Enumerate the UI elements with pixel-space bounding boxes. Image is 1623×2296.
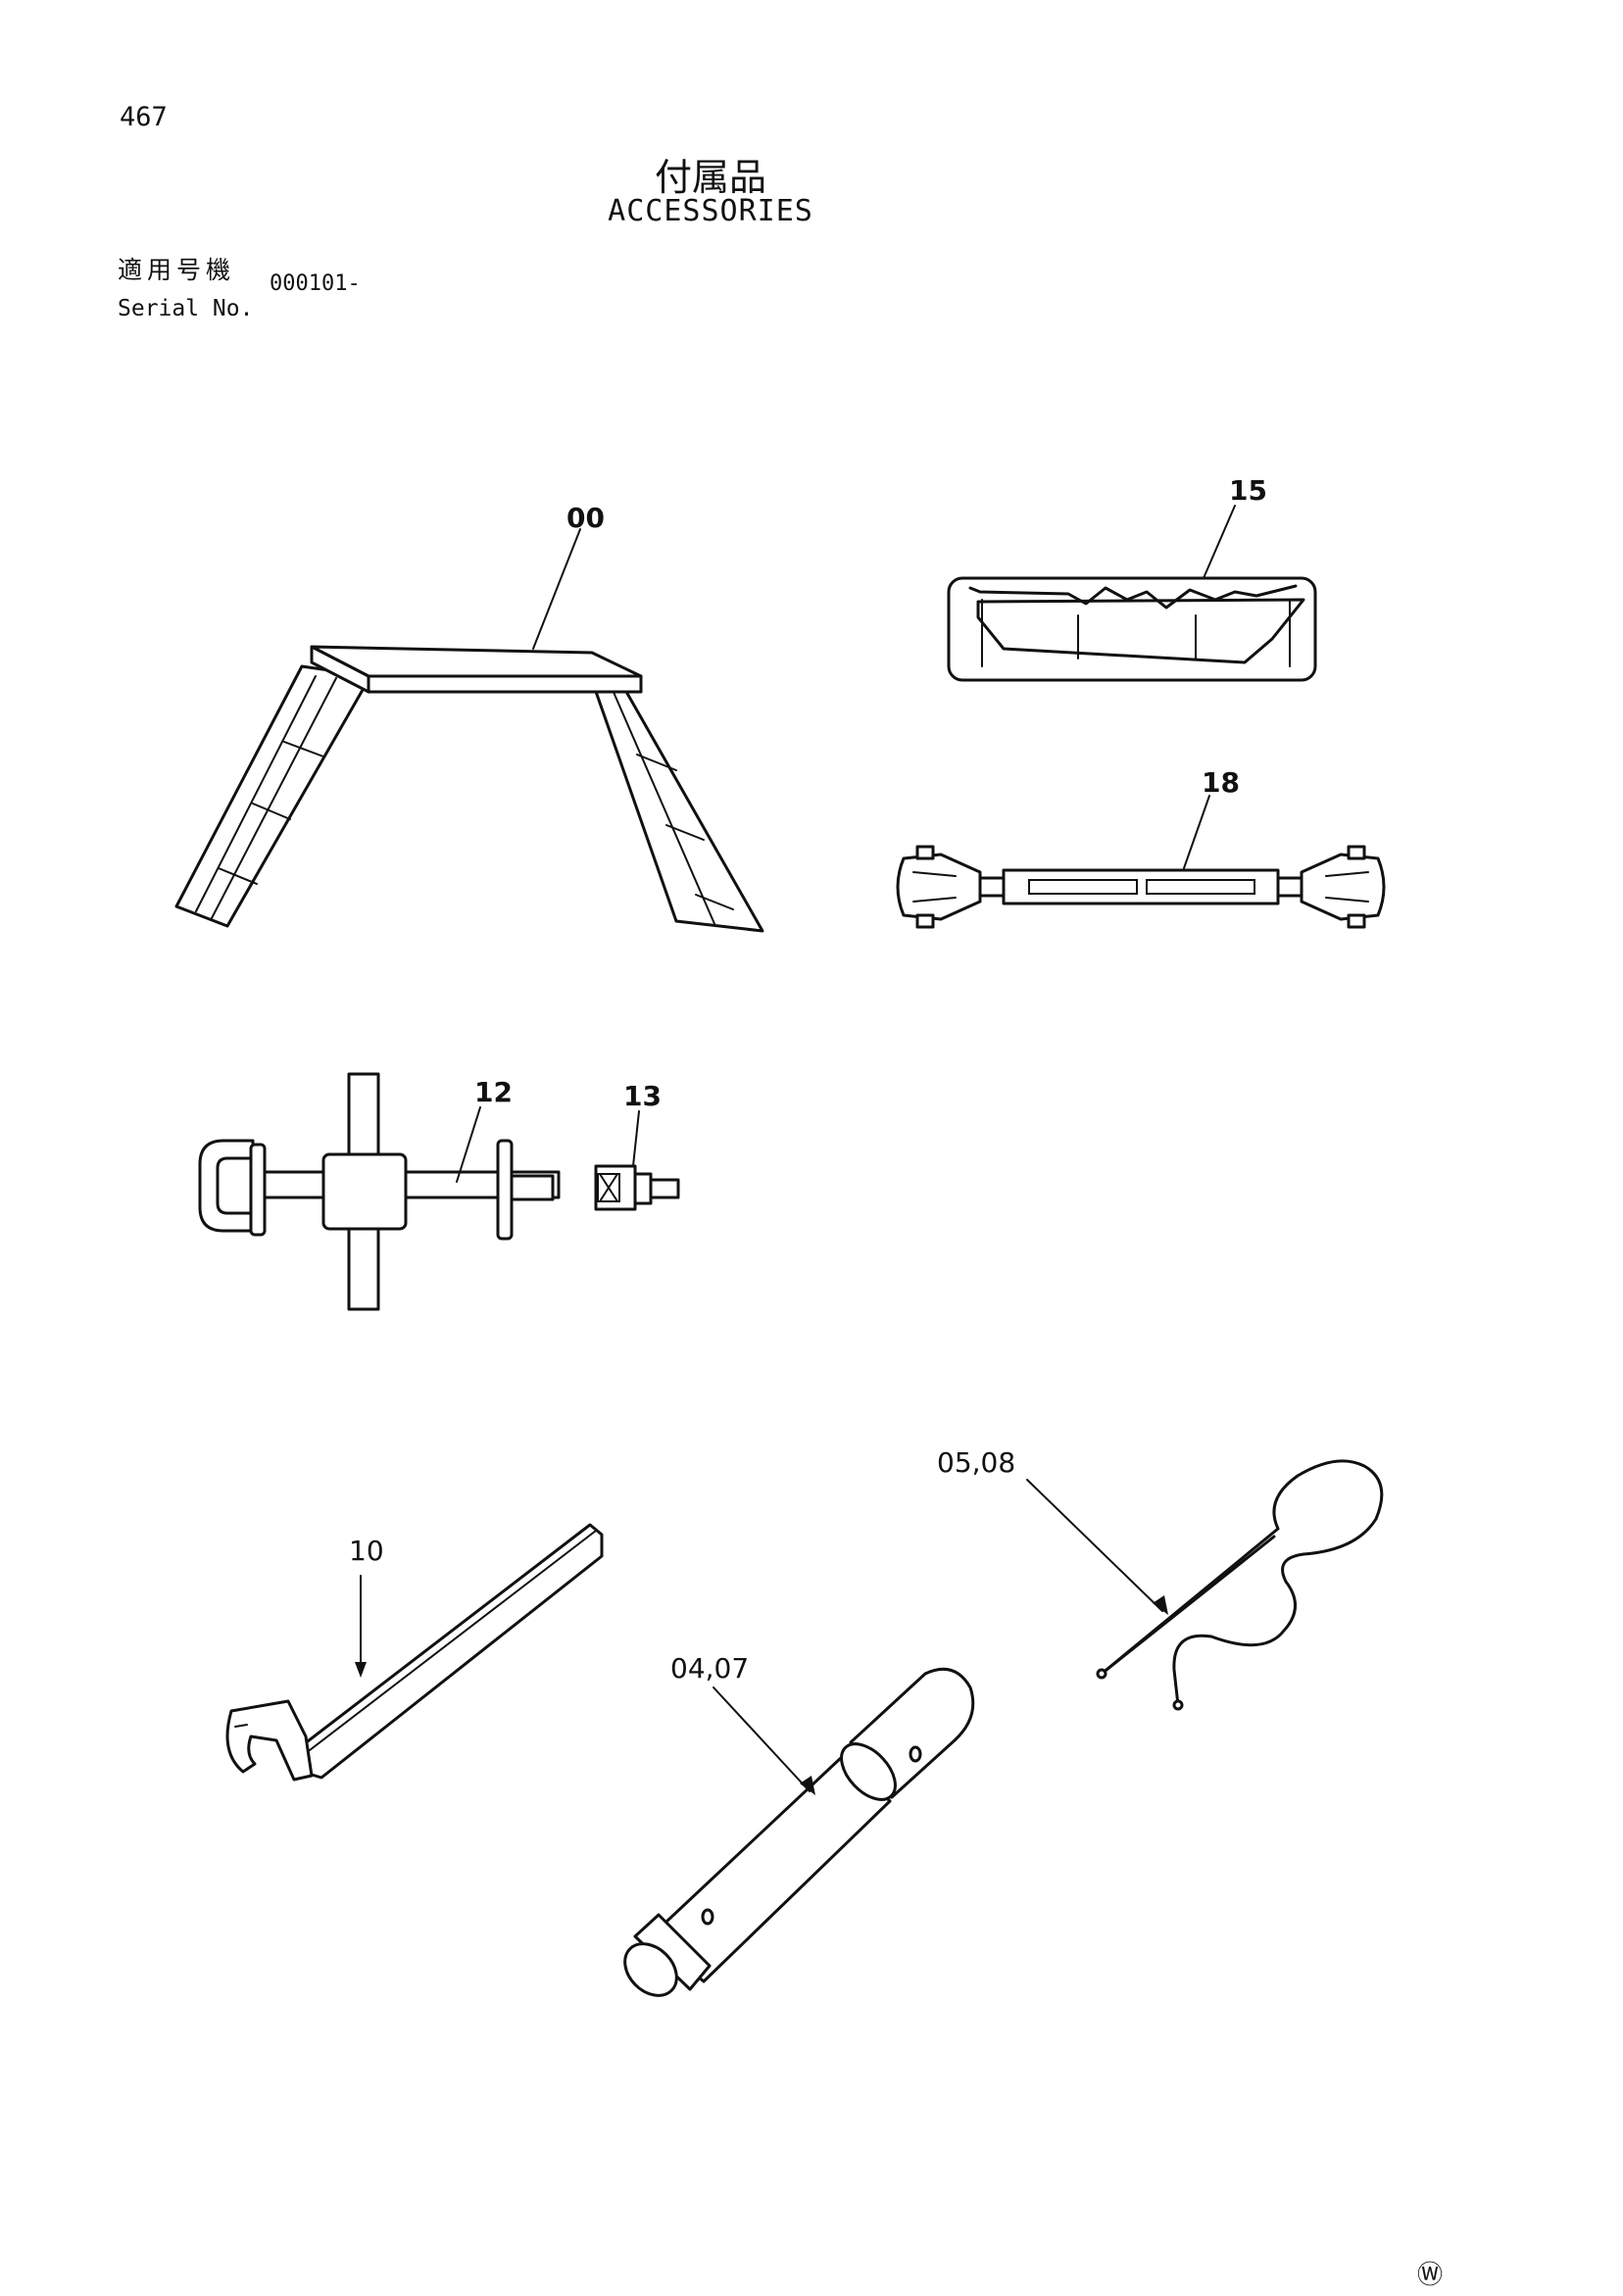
spanner-icon: [225, 1523, 604, 1782]
page-title: ACCESSORIES: [608, 194, 813, 228]
callout-04-07: 04,07: [670, 1652, 749, 1685]
page-number: 467: [120, 102, 168, 132]
page-title-japanese: 付属品: [654, 156, 766, 199]
callout-leader-18: [1183, 795, 1210, 869]
callout-arrow-04-07: [800, 1776, 815, 1795]
callout-12: 12: [474, 1076, 513, 1108]
callout-leader-05-08: [1026, 1479, 1163, 1612]
callout-arrow-05-08: [1153, 1595, 1168, 1615]
tapered-pin-icon: [623, 1667, 975, 1997]
callout-15: 15: [1229, 474, 1267, 507]
serial-label-japanese: 適用号機: [118, 256, 236, 284]
callout-leader-00: [532, 528, 581, 650]
cross-wrench-icon: [198, 1072, 561, 1311]
callout-13: 13: [623, 1080, 662, 1112]
socket-adapter-icon: [594, 1164, 680, 1211]
step-ladder-icon: [174, 645, 764, 933]
callout-18: 18: [1202, 766, 1240, 799]
callout-leader-04-07: [713, 1686, 811, 1792]
callout-leader-15: [1203, 505, 1236, 579]
callout-00: 00: [566, 502, 605, 534]
corner-mark: Ⓦ: [1417, 2261, 1444, 2290]
callout-10: 10: [349, 1535, 384, 1567]
serial-label: Serial No.: [118, 296, 254, 321]
r-clip-icon: [1096, 1459, 1384, 1711]
callout-05-08: 05,08: [937, 1446, 1015, 1479]
cover-icon: [947, 576, 1317, 682]
serial-number-value: 000101-: [270, 271, 361, 296]
turnbuckle-icon: [896, 845, 1386, 929]
callout-leader-12: [456, 1106, 481, 1183]
callout-arrow-10: [355, 1662, 367, 1678]
callout-leader-13: [632, 1110, 640, 1167]
